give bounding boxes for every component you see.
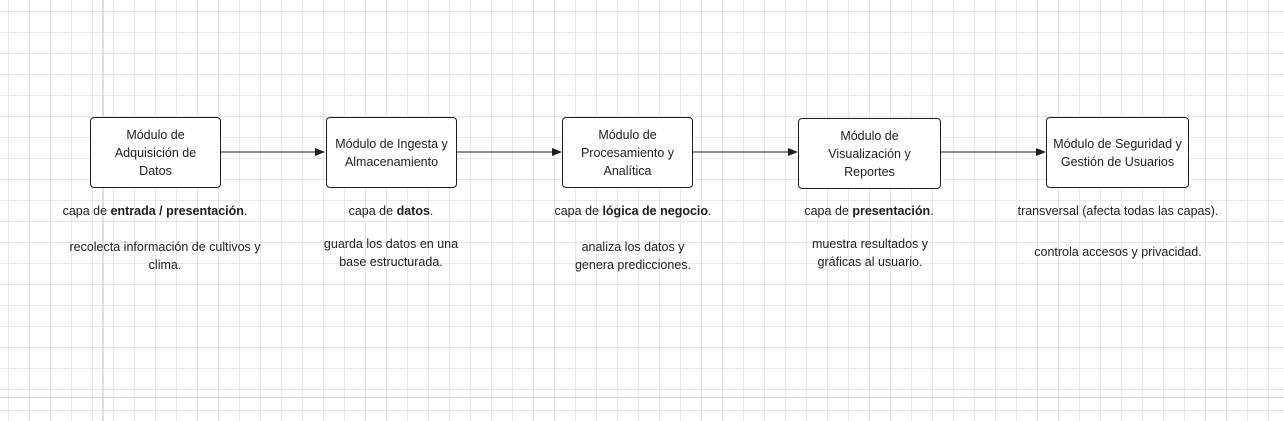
caption-bold: lógica de negocio — [602, 204, 709, 218]
canvas-guide-vertical — [102, 0, 104, 421]
caption-prefix: capa de — [348, 204, 397, 218]
layer-caption-adquisicion: capa de entrada / presentación. — [25, 202, 285, 220]
module-description-seguridad: controla accesos y privacidad. — [1034, 245, 1202, 259]
caption-suffix: . — [930, 204, 934, 218]
module-title: Módulo de Procesamiento y Analítica — [580, 127, 675, 178]
module-description-procesamiento: analiza los datos y genera predicciones. — [574, 240, 692, 272]
module-description-visualizacion: muestra resultados y gráficas al usuario… — [811, 237, 929, 269]
module-description-adquisicion: recolecta información de cultivos y clim… — [69, 240, 261, 272]
caption-bold: presentación — [852, 204, 931, 218]
caption-prefix: transversal (afecta todas las capas). — [1017, 204, 1219, 218]
layer-caption-procesamiento: capa de lógica de negocio. — [503, 202, 763, 220]
layer-caption-seguridad: transversal (afecta todas las capas). — [988, 202, 1248, 220]
caption-bold: entrada / presentación — [110, 204, 244, 218]
module-description-ingesta: guarda los datos en una base estructurad… — [323, 237, 459, 269]
module-box-procesamiento[interactable]: Módulo de Procesamiento y Analítica — [562, 117, 693, 188]
module-title: Módulo de Adquisición de Datos — [114, 127, 197, 178]
caption-prefix: capa de — [62, 204, 111, 218]
module-box-seguridad[interactable]: Módulo de Seguridad y Gestión de Usuario… — [1046, 117, 1189, 188]
module-box-visualizacion[interactable]: Módulo de Visualización y Reportes — [798, 118, 941, 189]
canvas-guide-horizontal — [0, 397, 1284, 398]
module-box-ingesta[interactable]: Módulo de Ingesta y Almacenamiento — [326, 117, 457, 188]
module-title: Módulo de Ingesta y Almacenamiento — [335, 136, 448, 169]
layer-caption-ingesta: capa de datos. — [261, 202, 521, 220]
caption-bold: datos — [396, 204, 430, 218]
caption-prefix: capa de — [554, 204, 603, 218]
caption-suffix: . — [243, 204, 248, 218]
module-title: Módulo de Seguridad y Gestión de Usuario… — [1053, 136, 1182, 169]
caption-suffix: . — [708, 204, 712, 218]
caption-prefix: capa de — [804, 204, 853, 218]
module-box-adquisicion[interactable]: Módulo de Adquisición de Datos — [90, 117, 221, 188]
module-title: Módulo de Visualización y Reportes — [828, 128, 911, 179]
caption-suffix: . — [429, 204, 434, 218]
layer-caption-visualizacion: capa de presentación. — [739, 202, 999, 220]
